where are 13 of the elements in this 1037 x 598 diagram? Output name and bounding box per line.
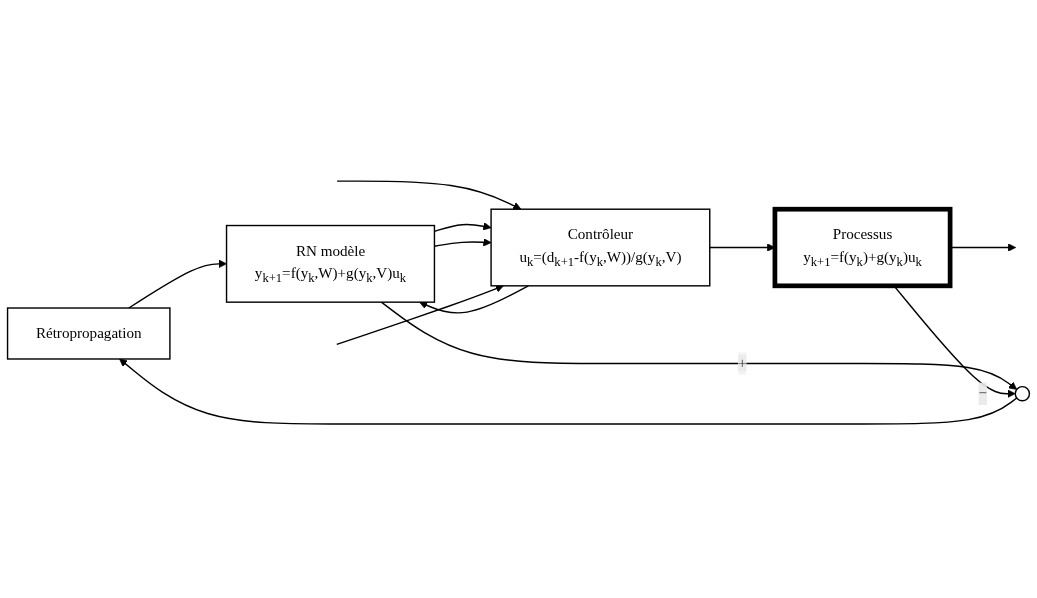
arrow bbox=[128, 259, 227, 309]
arrow bbox=[336, 180, 522, 210]
arrow bbox=[380, 301, 1018, 390]
node-box: RN modèle y$_{k+1}$=f(y$_{k}$,W)+g(y$_{k}$,V)u$_{k}$ bbox=[225, 224, 436, 303]
node-box: Processus y$_{k+1}$=f(y$_{k}$)+g(y$_{k}$)u$_{k}$ bbox=[772, 206, 953, 288]
arrow bbox=[419, 284, 530, 314]
edge-label: − bbox=[978, 384, 987, 402]
node-box: Rétropropagation bbox=[6, 307, 171, 360]
node-circle bbox=[1014, 385, 1031, 402]
arrow bbox=[336, 284, 504, 345]
node-box: Contrôleur u$_{k}$=(d$_{k+1}$-f(y$_{k}$,W))/g(y$_{k}$,V) bbox=[490, 208, 711, 287]
arrow bbox=[119, 358, 1018, 425]
edge-label: + bbox=[738, 354, 747, 371]
